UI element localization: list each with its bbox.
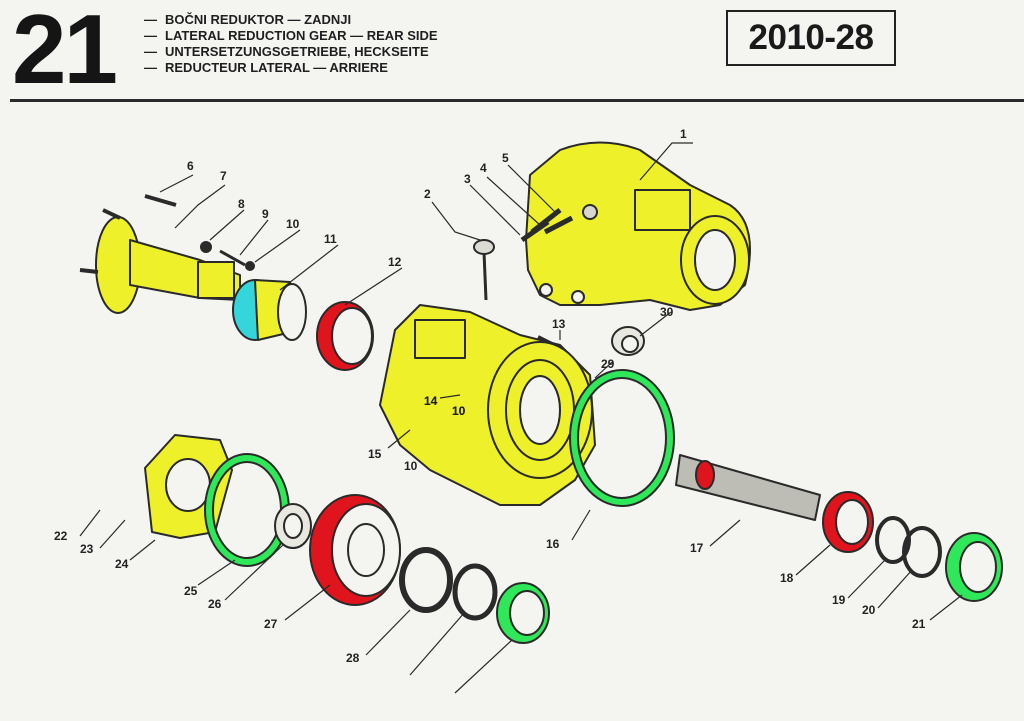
title-english: LATERAL REDUCTION GEAR — REAR SIDE [165, 28, 438, 43]
callout-label: 10 [452, 404, 466, 418]
part-studs-3-4-5 [520, 208, 574, 243]
callout-label: 10 [404, 459, 418, 473]
part-pins-8-9-10 [200, 241, 255, 271]
callout-label: 11 [324, 232, 337, 246]
callout-label: 5 [502, 151, 509, 165]
part-bearing-18 [822, 491, 874, 553]
part-bearing-12 [316, 301, 374, 371]
callout-label: 10 [452, 404, 466, 418]
part-seal-28 [496, 582, 550, 644]
header-divider [10, 99, 1024, 102]
title-line: —REDUCTEUR LATERAL — ARRIERE [144, 60, 388, 75]
reference-number: 2010-28 [726, 10, 896, 66]
callout-label: 21 [912, 617, 926, 631]
callout-label: 24 [115, 557, 129, 571]
part-wheel-axle [79, 194, 241, 314]
callout-label: 12 [388, 255, 402, 269]
part-gasket-16 [569, 369, 675, 507]
callout-label: 22 [54, 529, 68, 543]
callout-label: 28 [346, 651, 360, 665]
callout-label: 27 [264, 617, 278, 631]
callout-label: 2 [424, 187, 431, 201]
callout-label: 13 [552, 317, 566, 331]
callout-label: 20 [862, 603, 876, 617]
callout-label: 7 [220, 169, 227, 183]
part-housing-upper [525, 141, 751, 311]
leader-lines [79, 142, 963, 694]
title-line: —LATERAL REDUCTION GEAR — REAR SIDE [144, 28, 438, 43]
title-croatian: BOČNI REDUKTOR — ZADNJI [165, 12, 352, 27]
callout-label: 14 [424, 394, 438, 408]
part-washers-19-20 [875, 516, 942, 578]
part-plug-30 [611, 326, 645, 356]
callout-label: 25 [184, 584, 198, 598]
callout-label: 26 [208, 597, 222, 611]
callout-label: 16 [546, 537, 560, 551]
callout-label: 23 [80, 542, 94, 556]
callout-labels: 1 2 3 4 5 6 7 8 9 10 11 12 13 14 10 30 2… [54, 127, 926, 665]
title-line: —BOČNI REDUKTOR — ZADNJI [144, 12, 352, 27]
title-block: —BOČNI REDUKTOR — ZADNJI —LATERAL REDUCT… [144, 12, 438, 76]
callout-label: 1 [680, 127, 687, 141]
title-french: REDUCTEUR LATERAL — ARRIERE [165, 60, 388, 75]
title-german: UNTERSETZUNGSGETRIEBE, HECKSEITE [165, 44, 429, 59]
part-sleeve [232, 279, 307, 341]
part-housing-center [379, 304, 596, 506]
callout-label: 10 [286, 217, 300, 231]
callout-label: 8 [238, 197, 245, 211]
callout-label: 30 [660, 305, 674, 319]
callout-label: 14 [424, 394, 438, 408]
part-washers-26-27 [399, 547, 498, 621]
callout-label: 18 [780, 571, 794, 585]
callout-label: 29 [601, 357, 615, 371]
part-ring-24 [274, 503, 312, 549]
part-bearing-25 [309, 494, 401, 606]
callout-label: 4 [480, 161, 487, 175]
part-shaft-17 [675, 454, 821, 521]
page-number: 21 [12, 0, 118, 104]
callout-label: 15 [368, 447, 382, 461]
part-breather [473, 239, 495, 301]
part-seal-21 [945, 532, 1003, 602]
callout-label: 3 [464, 172, 471, 186]
callout-label: 6 [187, 159, 194, 173]
title-line: —UNTERSETZUNGSGETRIEBE, HECKSEITE [144, 44, 429, 59]
callout-label: 17 [690, 541, 704, 555]
callout-label: 19 [832, 593, 846, 607]
part-cover-22 [144, 434, 233, 539]
callout-label: 9 [262, 207, 269, 221]
